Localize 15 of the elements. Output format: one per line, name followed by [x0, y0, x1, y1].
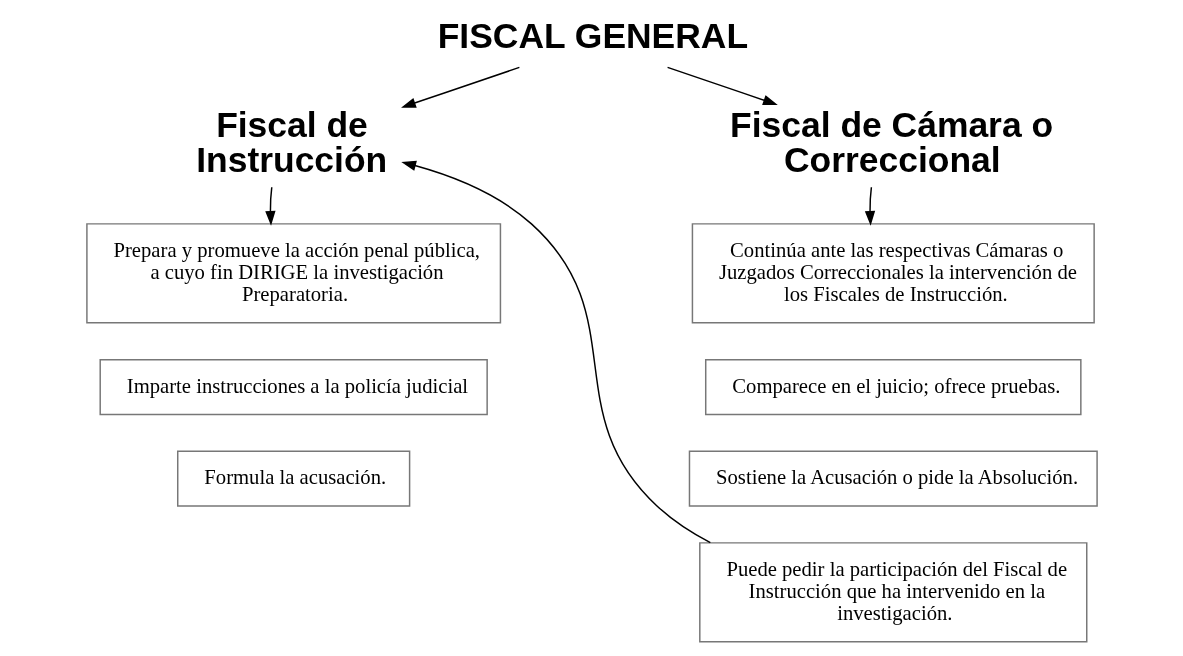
arrow: [400, 66, 520, 108]
node-box: Puede pedir la participación del Fiscal de Instrucción que ha intervenido en la investigación.: [698, 542, 1087, 643]
node-box: Sostiene la Acusación o pide la Absolución.: [688, 450, 1098, 507]
node-box: Comparece en el juicio; ofrece pruebas.: [704, 359, 1082, 416]
node-box: Prepara y promueve la acción penal pública, a cuyo fin DIRIGE la investigación Preparatoria.: [85, 223, 501, 324]
arrow: [864, 186, 875, 226]
arrow: [264, 186, 276, 226]
arrow: [666, 66, 778, 105]
node-text: Fiscal de Instrucción: [195, 105, 387, 181]
node-box: Continúa ante las respectivas Cámaras o Juzgados Correccionales la intervención de los Fiscales de Instrucción.: [691, 223, 1095, 324]
node-box: Formula la acusación.: [176, 450, 410, 507]
node-box: Imparte instrucciones a la policía judicial: [98, 359, 488, 416]
node-text: FISCAL GENERAL: [437, 16, 748, 57]
node-text: Fiscal de Cámara o Correccional: [729, 105, 1053, 181]
arrow: [400, 160, 711, 544]
